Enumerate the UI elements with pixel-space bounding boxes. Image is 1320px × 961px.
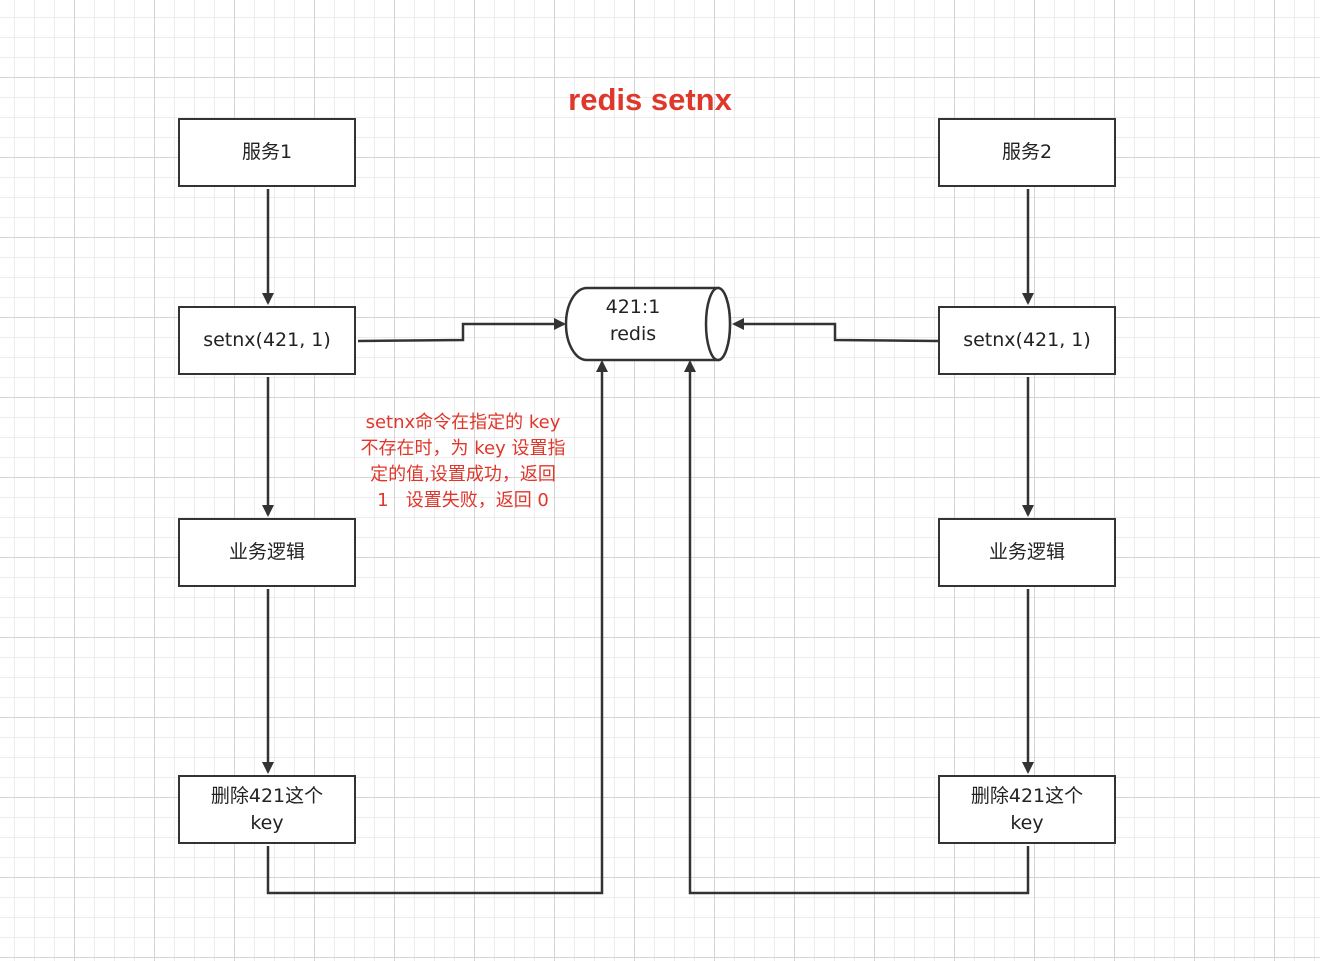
annotation-line: 不存在时，为 key 设置指 (360, 438, 566, 459)
redis-name: redis (609, 323, 657, 345)
business-logic-box-left: 业务逻辑 (178, 518, 356, 587)
arrow-delete-left-to-redis (266, 360, 608, 895)
setnx-box-right: setnx(421, 1) (938, 306, 1116, 375)
business-logic-box-right: 业务逻辑 (938, 518, 1116, 587)
annotation-line: 定的值,设置成功，返回 (370, 464, 556, 485)
arrow-delete-right-to-redis (684, 360, 1030, 895)
delete-key-box-right: 删除421这个 key (938, 775, 1116, 844)
redis-cylinder (564, 286, 732, 362)
arrow-setnx-right-to-redis (732, 318, 939, 343)
service1-box: 服务1 (178, 118, 356, 187)
service2-box: 服务2 (938, 118, 1116, 187)
annotation-line: 1 设置失败，返回 0 (377, 490, 549, 511)
diagram-title: redis setnx (568, 82, 732, 117)
setnx-annotation: setnx命令在指定的 key 不存在时，为 key 设置指 定的值,设置成功，… (338, 410, 588, 514)
redis-key-value: 421:1 (605, 296, 661, 318)
arrow-setnx-left-to-redis (357, 318, 566, 343)
redis-label: 421:1 redis (572, 294, 694, 348)
delete-key-box-left: 删除421这个 key (178, 775, 356, 844)
setnx-box-left: setnx(421, 1) (178, 306, 356, 375)
annotation-line: setnx命令在指定的 key (365, 412, 561, 433)
